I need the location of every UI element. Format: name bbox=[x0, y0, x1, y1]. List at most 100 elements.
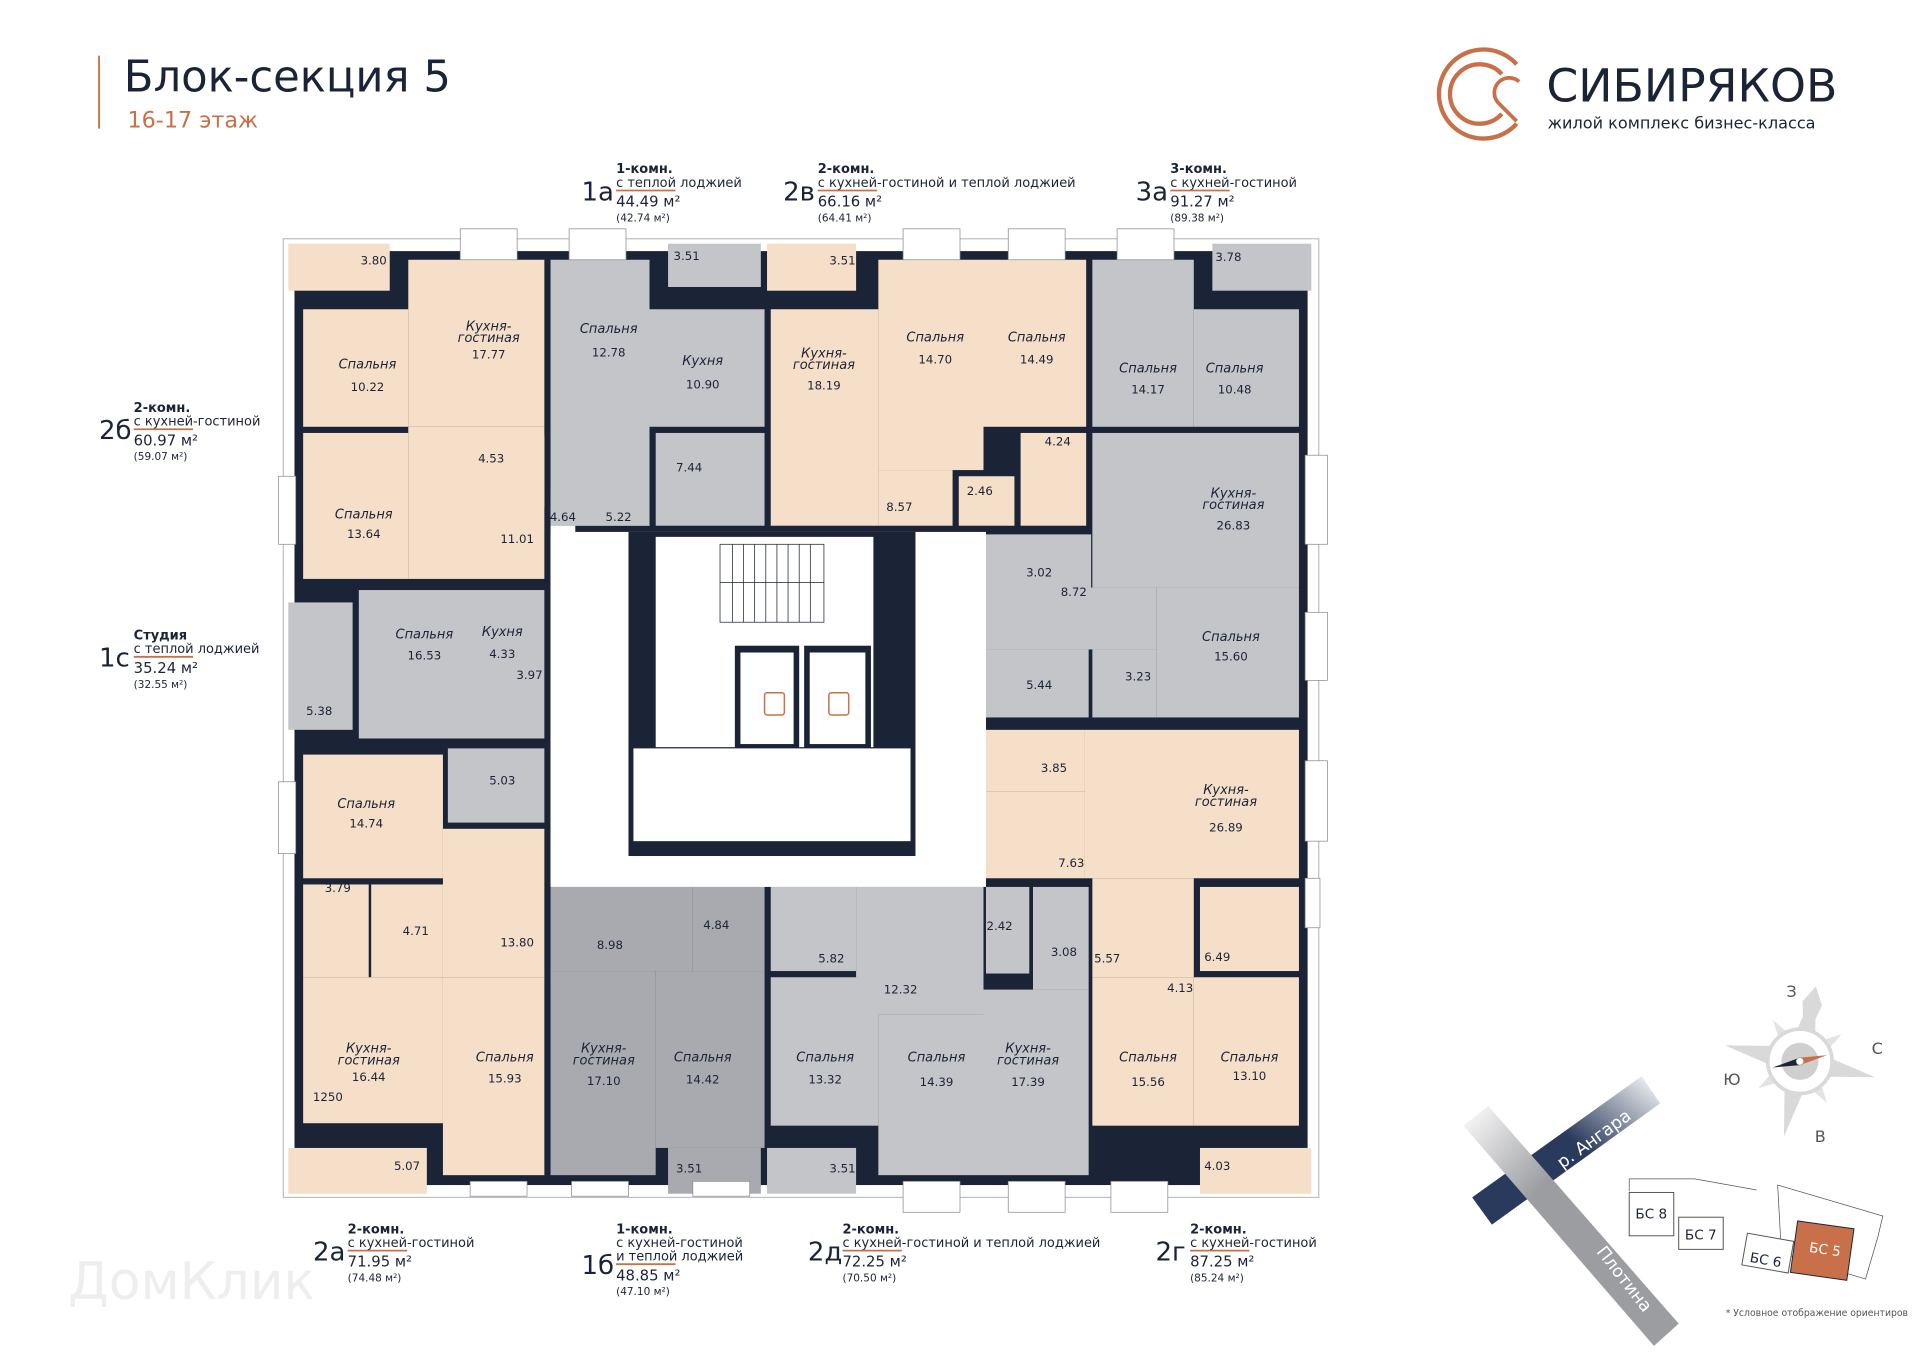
window bbox=[902, 228, 961, 261]
elevator-icon bbox=[763, 691, 786, 716]
windows bbox=[278, 228, 1328, 1213]
room bbox=[1193, 309, 1299, 427]
room bbox=[288, 1147, 427, 1194]
room-name: Кухня- bbox=[466, 319, 512, 334]
room-area: 13.80 bbox=[500, 935, 534, 949]
room-name: Спальня bbox=[476, 1050, 534, 1065]
room bbox=[668, 243, 761, 287]
room bbox=[985, 729, 1085, 792]
apartment-type: 2-комн. bbox=[818, 162, 875, 177]
apartment-area: 87.25 м² bbox=[1190, 1254, 1254, 1271]
apartment-type: 1-комн. bbox=[616, 162, 673, 177]
window bbox=[692, 1180, 751, 1197]
room-area: 18.19 bbox=[807, 379, 841, 393]
room bbox=[460, 435, 545, 508]
room-area: 5.38 bbox=[306, 704, 332, 718]
compass-north-label: С bbox=[1872, 1039, 1883, 1058]
room bbox=[767, 1147, 857, 1194]
room-name: гостиная bbox=[1202, 498, 1264, 513]
room-name: Спальня bbox=[1202, 630, 1260, 645]
window bbox=[1304, 877, 1321, 929]
apartment-area: 72.25 м² bbox=[842, 1254, 906, 1271]
apartment-type: 2-комн. bbox=[348, 1222, 405, 1237]
elevator-1 bbox=[739, 651, 795, 746]
dam-band bbox=[1463, 1105, 1679, 1346]
apartment-description: с кухней-гостиной и теплой лоджией bbox=[842, 1236, 1100, 1251]
block-label: БС 8 bbox=[1635, 1206, 1667, 1222]
room-area: 14.49 bbox=[1020, 353, 1054, 367]
room-area: 17.77 bbox=[472, 348, 506, 362]
block-bs6 bbox=[1741, 1232, 1795, 1274]
window bbox=[1007, 1180, 1066, 1213]
room-area: 10.22 bbox=[351, 380, 385, 394]
room bbox=[985, 587, 1157, 650]
room-name: Спальня bbox=[906, 330, 964, 345]
room-area: 2.46 bbox=[967, 484, 993, 498]
room-area: 14.74 bbox=[349, 817, 383, 831]
apartment-area: 66.16 м² bbox=[818, 194, 882, 211]
window bbox=[459, 228, 518, 261]
room bbox=[1212, 243, 1312, 291]
apartment-code: 1а bbox=[581, 177, 613, 207]
window bbox=[571, 1180, 629, 1197]
compass-south-label: Ю bbox=[1723, 1070, 1740, 1089]
window bbox=[902, 1180, 961, 1213]
apartment-type: 1-комн. bbox=[616, 1222, 673, 1237]
room-area: 5.57 bbox=[1094, 951, 1120, 965]
room bbox=[442, 828, 545, 978]
room-name: гостиная bbox=[1195, 795, 1257, 810]
room-area: 13.32 bbox=[808, 1073, 842, 1087]
room-area: 3.23 bbox=[1125, 669, 1151, 683]
room-area: 3.08 bbox=[1051, 945, 1077, 959]
room bbox=[985, 649, 1089, 718]
room bbox=[1092, 977, 1194, 1126]
room bbox=[303, 977, 443, 1124]
room-name: Кухня- bbox=[1211, 486, 1257, 501]
room-area: 14.42 bbox=[686, 1073, 720, 1087]
window bbox=[1110, 1180, 1169, 1213]
site-map: р. Ангара Плотина БС 8 БС 7 БС 6 БС 5 * … bbox=[1463, 1076, 1908, 1346]
room bbox=[1199, 1147, 1312, 1194]
building-core bbox=[550, 525, 986, 887]
apartment-area: 48.85 м² bbox=[616, 1267, 680, 1284]
room-name: Спальня bbox=[1221, 1050, 1279, 1065]
room-area: 6.49 bbox=[1204, 950, 1230, 964]
room bbox=[878, 259, 984, 471]
room bbox=[303, 754, 443, 879]
room-name: Кухня- bbox=[581, 1042, 627, 1057]
window bbox=[568, 228, 627, 261]
room-area: 5.07 bbox=[394, 1159, 420, 1173]
room bbox=[985, 886, 1030, 974]
room-name: Спальня bbox=[1008, 330, 1066, 345]
room-name: гостиная bbox=[793, 358, 855, 373]
room-area: 15.56 bbox=[1131, 1075, 1165, 1089]
window bbox=[1304, 760, 1328, 842]
room-area: 14.17 bbox=[1131, 382, 1165, 396]
elevator-2 bbox=[808, 651, 867, 746]
apartment-code: 2в bbox=[783, 177, 815, 207]
apartment-code: 2б bbox=[99, 416, 132, 446]
room-area: 5.03 bbox=[489, 773, 515, 787]
room bbox=[1092, 259, 1194, 427]
room-area: 10.90 bbox=[686, 377, 720, 391]
room bbox=[550, 494, 601, 526]
window bbox=[1304, 611, 1328, 681]
page-title: Блок-секция 5 bbox=[124, 53, 451, 103]
room bbox=[770, 977, 879, 1126]
room bbox=[767, 243, 857, 291]
room-area: 3.02 bbox=[1026, 565, 1052, 579]
apartment-area: 44.49 м² bbox=[616, 194, 680, 211]
room-area: 4.71 bbox=[403, 924, 429, 938]
room-area: 26.83 bbox=[1217, 518, 1251, 532]
room bbox=[1156, 587, 1299, 718]
elevator-icon bbox=[828, 691, 850, 716]
apartment-description: с теплой лоджией bbox=[134, 642, 260, 657]
room-area: 4.33 bbox=[489, 647, 515, 661]
window bbox=[1007, 228, 1066, 261]
room-name: Спальня bbox=[1119, 361, 1177, 376]
room bbox=[442, 977, 545, 1176]
room bbox=[1032, 886, 1089, 990]
